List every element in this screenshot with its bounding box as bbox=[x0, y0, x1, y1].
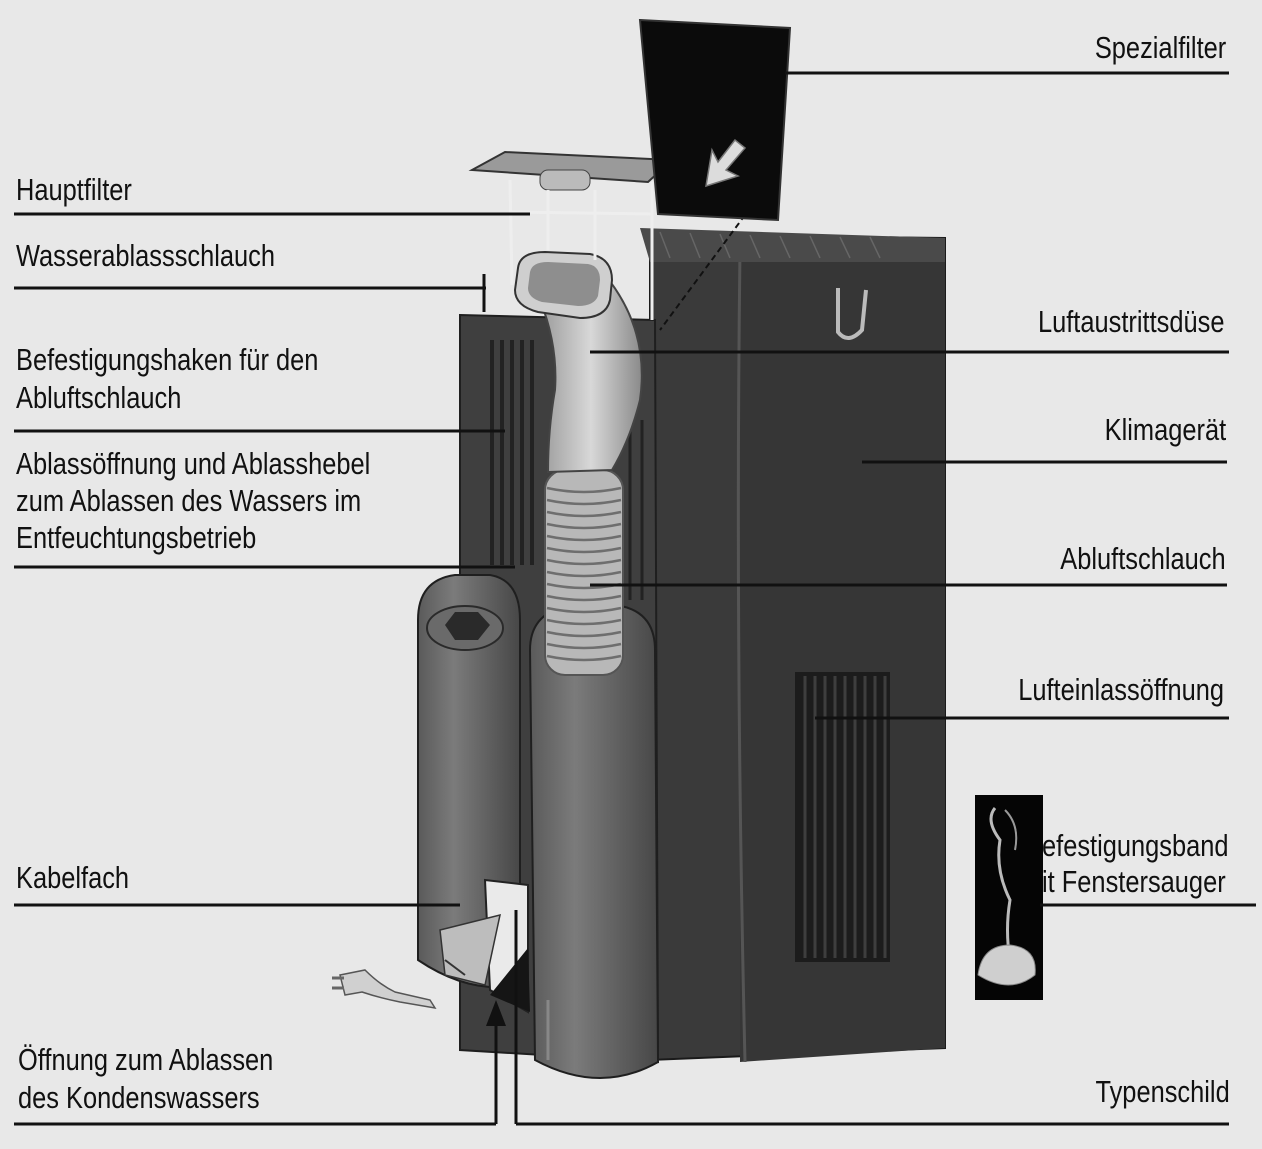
label-wasserablassschlauch: Wasserablassschlauch bbox=[16, 238, 276, 273]
label-ablassoeffnung-1: Ablassöffnung und Ablasshebel bbox=[16, 446, 371, 481]
hook-icon bbox=[836, 288, 868, 340]
spezialfilter-panel bbox=[638, 18, 792, 222]
label-befestigungsband-1: efestigungsband bbox=[1042, 828, 1229, 863]
lufteinlass-grille bbox=[795, 672, 890, 962]
label-befestigungsband-2: it Fenstersauger bbox=[1042, 864, 1226, 899]
power-plug-icon bbox=[332, 969, 437, 1010]
label-befestigungshaken-1: Befestigungshaken für den bbox=[16, 342, 319, 377]
label-oeffnung-kondenswasser-1: Öffnung zum Ablassen bbox=[18, 1042, 274, 1077]
abluftschlauch-hose bbox=[544, 469, 624, 676]
label-luftaustrittsduese: Luftaustrittsdüse bbox=[1037, 304, 1224, 339]
label-typenschild: Typenschild bbox=[1095, 1074, 1230, 1109]
label-abluftschlauch: Abluftschlauch bbox=[1060, 541, 1226, 576]
leader-lines bbox=[14, 71, 1256, 1126]
hauptfilter-frame bbox=[468, 150, 675, 320]
label-ablassoeffnung-3: Entfeuchtungsbetrieb bbox=[16, 520, 257, 555]
label-hauptfilter: Hauptfilter bbox=[16, 172, 132, 207]
klimageraet-body bbox=[640, 214, 946, 1063]
label-befestigungshaken-2: Abluftschlauch bbox=[16, 380, 182, 415]
label-klimageraet: Klimagerät bbox=[1104, 412, 1226, 447]
label-kabelfach: Kabelfach bbox=[16, 860, 130, 895]
luftaustrittsduese-nozzle bbox=[513, 250, 643, 474]
befestigungsband-inset bbox=[975, 795, 1043, 1000]
label-spezialfilter: Spezialfilter bbox=[1094, 30, 1226, 65]
label-oeffnung-kondenswasser-2: des Kondenswassers bbox=[18, 1080, 260, 1115]
label-ablassoeffnung-2: zum Ablassen des Wassers im bbox=[16, 483, 362, 518]
arrow-down-icon bbox=[705, 138, 747, 188]
label-lufteinlassoeffnung: Lufteinlassöffnung bbox=[1018, 672, 1224, 707]
